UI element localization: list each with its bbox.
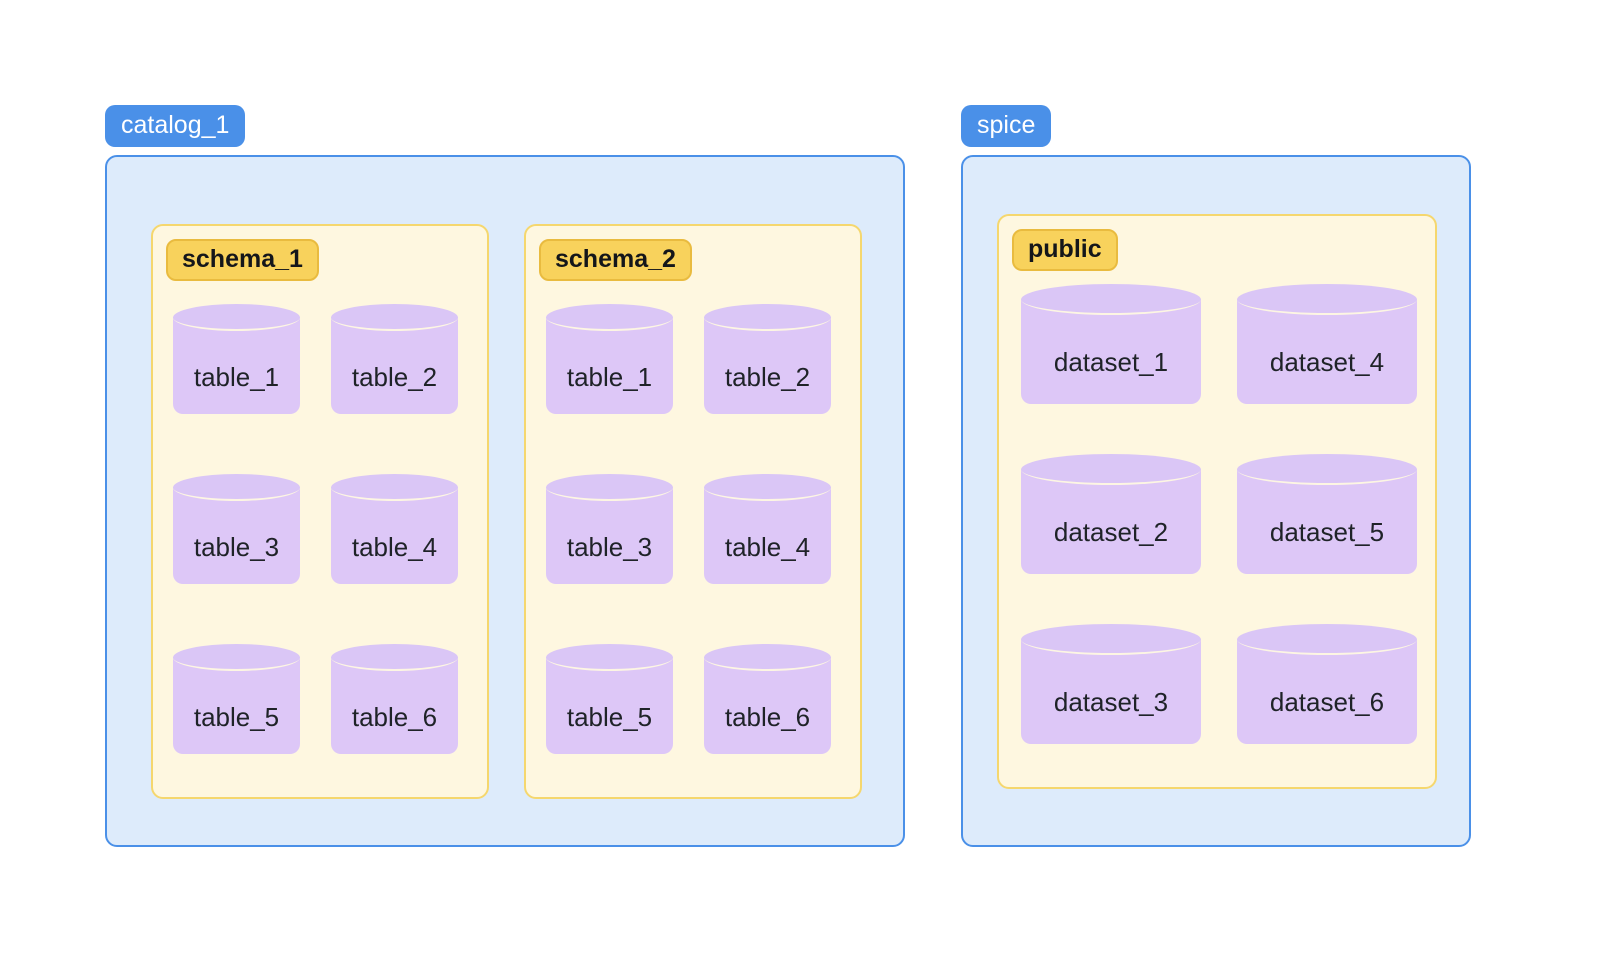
cylinder-top-ellipse — [173, 644, 300, 671]
dataset-cylinder[interactable]: dataset_1 — [1021, 284, 1201, 404]
cylinder-body — [704, 317, 831, 414]
cylinder-body — [173, 487, 300, 584]
table-cylinder[interactable]: table_2 — [331, 304, 458, 414]
dataset-cylinder[interactable]: dataset_5 — [1237, 454, 1417, 574]
schema-panel-public: public dataset_1 dataset_4 — [997, 214, 1437, 789]
cylinder-top-ellipse — [173, 304, 300, 331]
table-cylinder[interactable]: table_6 — [331, 644, 458, 754]
cylinder-body — [331, 317, 458, 414]
schema-label-schema_2[interactable]: schema_2 — [539, 239, 692, 282]
table-cylinder[interactable]: table_3 — [546, 474, 673, 584]
cylinder-top-ellipse — [546, 474, 673, 501]
catalog-box-spice: public dataset_1 dataset_4 — [961, 155, 1471, 847]
table-name-label: table_6 — [351, 702, 438, 732]
cylinder-body — [331, 657, 458, 754]
table-name-label: table_2 — [724, 362, 811, 392]
table-name-label: table_1 — [193, 362, 280, 392]
cylinder-top-ellipse — [331, 644, 458, 671]
cylinder-top-ellipse — [1237, 624, 1417, 655]
dataset-name-label: dataset_1 — [1053, 347, 1169, 377]
table-cylinder[interactable]: table_5 — [546, 644, 673, 754]
table-cylinder[interactable]: table_1 — [546, 304, 673, 414]
table-name-label: table_3 — [566, 532, 653, 562]
catalog-label-catalog_1[interactable]: catalog_1 — [105, 105, 246, 148]
table-cylinder[interactable]: table_6 — [704, 644, 831, 754]
dataset-name-label: dataset_5 — [1269, 517, 1385, 547]
table-name-label: table_2 — [351, 362, 438, 392]
cylinder-body — [704, 657, 831, 754]
table-name-label: table_1 — [566, 362, 653, 392]
object-grid-public: dataset_1 dataset_4 dataset_2 — [1021, 284, 1417, 764]
catalog-label-spice[interactable]: spice — [961, 105, 1052, 148]
catalog-box-catalog_1: schema_1 table_1 table_2 — [105, 155, 905, 847]
cylinder-body — [1021, 469, 1201, 574]
cylinder-body — [331, 487, 458, 584]
dataset-name-label: dataset_3 — [1053, 687, 1169, 717]
cylinder-top-ellipse — [1237, 454, 1417, 485]
object-grid-schema_1: table_1 table_2 table_3 — [173, 304, 473, 784]
catalog-group-catalog_1: catalog_1 schema_1 table_1 table_2 — [105, 105, 905, 847]
cylinder-top-ellipse — [704, 474, 831, 501]
cylinder-body — [1237, 639, 1417, 744]
table-cylinder[interactable]: table_3 — [173, 474, 300, 584]
cylinder-body — [173, 317, 300, 414]
dataset-cylinder[interactable]: dataset_3 — [1021, 624, 1201, 744]
cylinder-body — [173, 657, 300, 754]
schema-label-public[interactable]: public — [1012, 229, 1118, 272]
schema-panel-schema_1: schema_1 table_1 table_2 — [151, 224, 489, 799]
cylinder-top-ellipse — [704, 304, 831, 331]
dataset-name-label: dataset_2 — [1053, 517, 1169, 547]
cylinder-top-ellipse — [1021, 624, 1201, 655]
table-name-label: table_3 — [193, 532, 280, 562]
cylinder-top-ellipse — [704, 644, 831, 671]
table-name-label: table_6 — [724, 702, 811, 732]
table-cylinder[interactable]: table_5 — [173, 644, 300, 754]
dataset-cylinder[interactable]: dataset_2 — [1021, 454, 1201, 574]
cylinder-top-ellipse — [1021, 454, 1201, 485]
table-name-label: table_4 — [351, 532, 438, 562]
table-name-label: table_4 — [724, 532, 811, 562]
cylinder-top-ellipse — [1237, 284, 1417, 315]
cylinder-top-ellipse — [331, 304, 458, 331]
cylinder-body — [1021, 639, 1201, 744]
cylinder-top-ellipse — [331, 474, 458, 501]
cylinder-top-ellipse — [173, 474, 300, 501]
cylinder-top-ellipse — [546, 644, 673, 671]
dataset-name-label: dataset_4 — [1269, 347, 1385, 377]
cylinder-body — [546, 657, 673, 754]
cylinder-body — [1237, 299, 1417, 404]
cylinder-body — [546, 317, 673, 414]
object-grid-schema_2: table_1 table_2 table_3 — [546, 304, 846, 784]
dataset-cylinder[interactable]: dataset_6 — [1237, 624, 1417, 744]
table-cylinder[interactable]: table_2 — [704, 304, 831, 414]
cylinder-body — [546, 487, 673, 584]
table-name-label: table_5 — [193, 702, 280, 732]
table-cylinder[interactable]: table_4 — [331, 474, 458, 584]
cylinder-body — [704, 487, 831, 584]
cylinder-top-ellipse — [546, 304, 673, 331]
dataset-cylinder[interactable]: dataset_4 — [1237, 284, 1417, 404]
table-name-label: table_5 — [566, 702, 653, 732]
schema-label-schema_1[interactable]: schema_1 — [166, 239, 319, 282]
cylinder-body — [1021, 299, 1201, 404]
dataset-name-label: dataset_6 — [1269, 687, 1385, 717]
cylinder-top-ellipse — [1021, 284, 1201, 315]
catalog-group-spice: spice public dataset_1 dataset_4 — [961, 105, 1471, 847]
schema-panel-schema_2: schema_2 table_1 table_2 — [524, 224, 862, 799]
cylinder-body — [1237, 469, 1417, 574]
table-cylinder[interactable]: table_1 — [173, 304, 300, 414]
table-cylinder[interactable]: table_4 — [704, 474, 831, 584]
